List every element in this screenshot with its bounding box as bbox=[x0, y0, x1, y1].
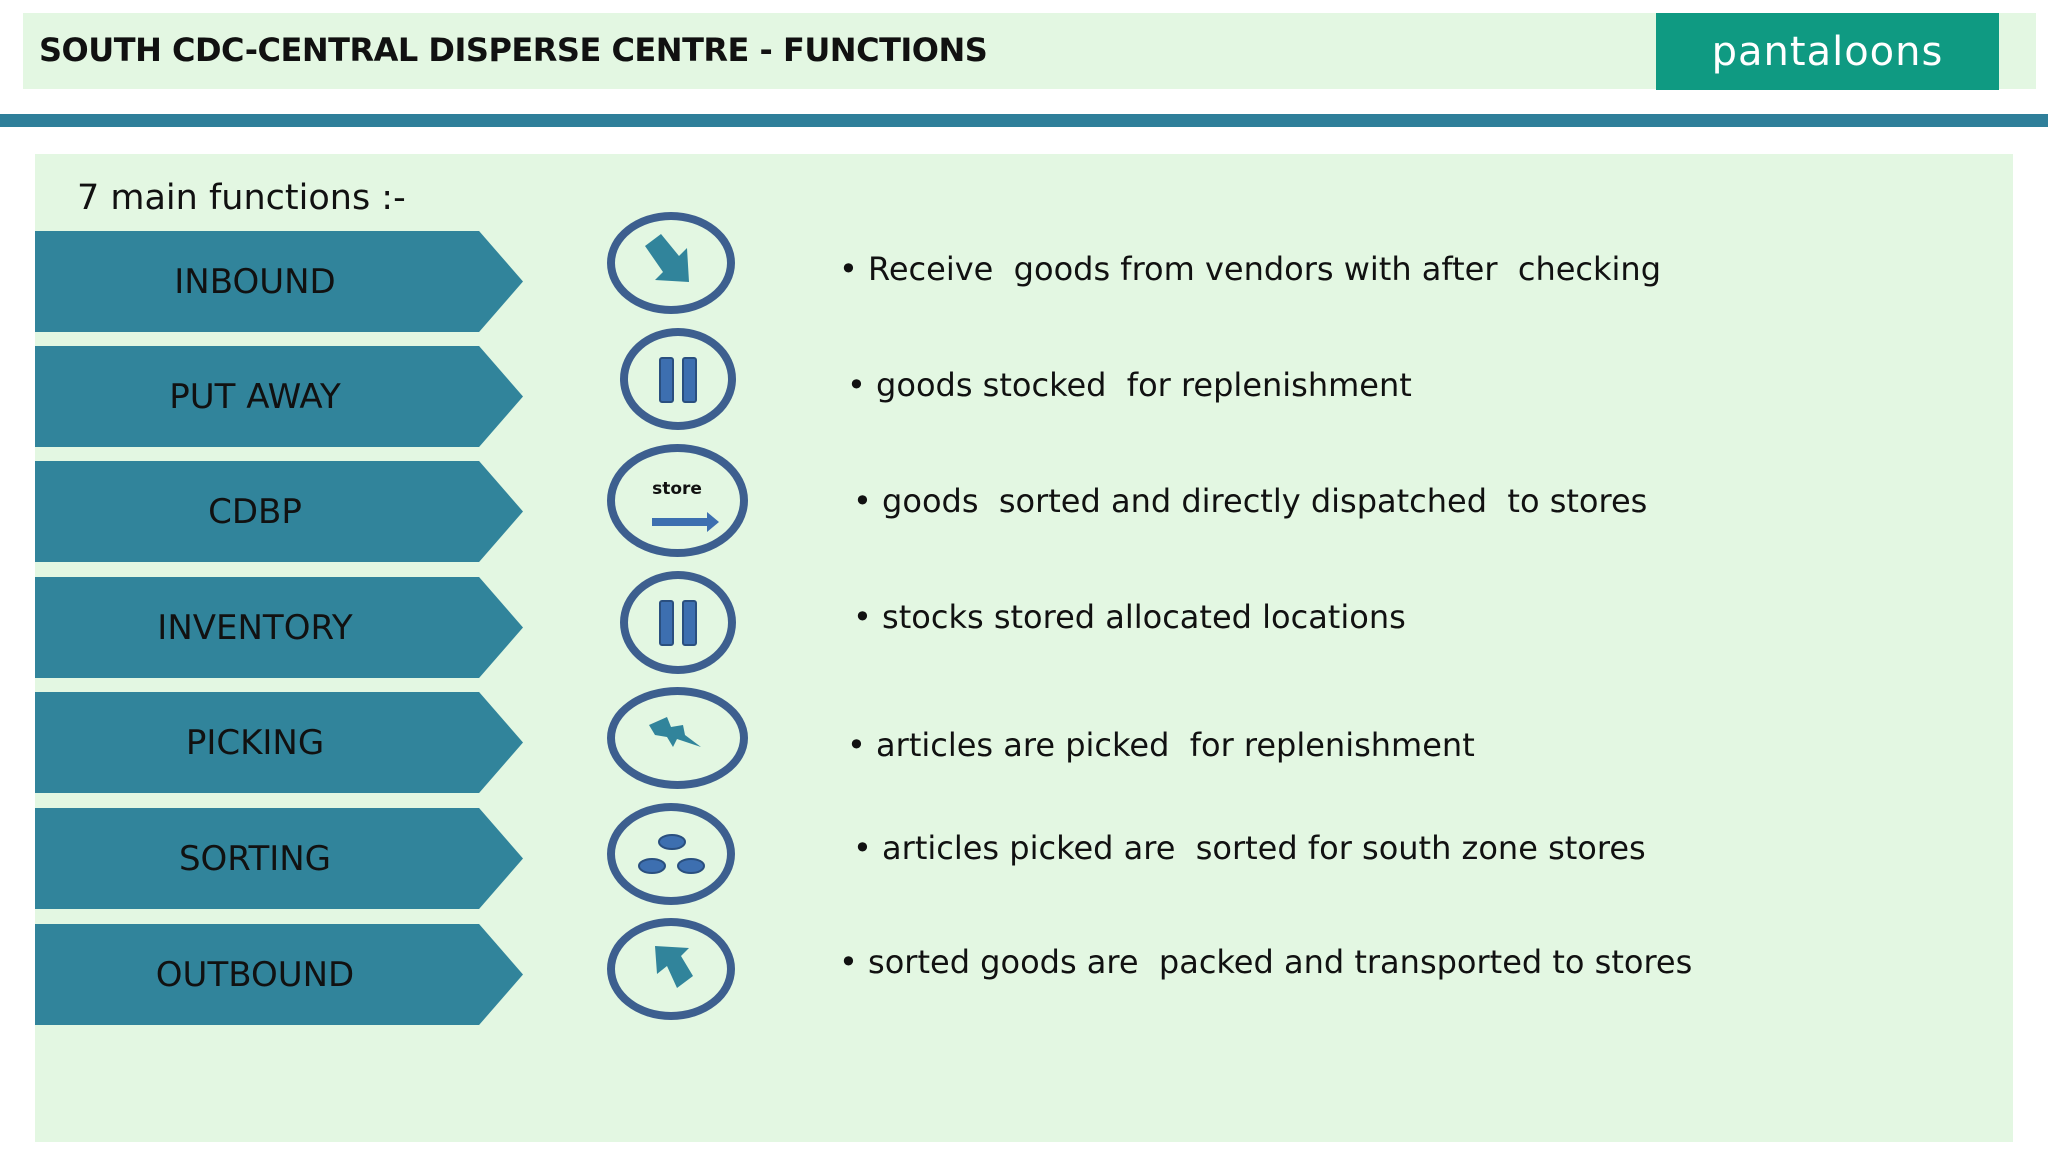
lightning-icon bbox=[607, 687, 748, 789]
page-title: SOUTH CDC-CENTRAL DISPERSE CENTRE - FUNC… bbox=[39, 31, 988, 69]
store-arrow-icon: store bbox=[607, 444, 748, 557]
function-label: PUT AWAY bbox=[169, 376, 341, 417]
pause-icon bbox=[620, 328, 736, 430]
header-rule bbox=[0, 114, 2048, 127]
arrow-up-left-icon bbox=[607, 918, 735, 1020]
function-arrow-inbound: INBOUND bbox=[35, 231, 523, 332]
function-arrow-picking: PICKING bbox=[35, 692, 523, 793]
function-arrow-inventory: INVENTORY bbox=[35, 577, 523, 678]
function-description: • goods sorted and directly dispatched t… bbox=[853, 482, 1648, 520]
pantaloons-logo: pantaloons bbox=[1656, 13, 1999, 90]
function-description: • articles are picked for replenishment bbox=[847, 726, 1475, 764]
function-label: CDBP bbox=[208, 491, 302, 532]
function-description: • stocks stored allocated locations bbox=[853, 598, 1406, 636]
function-arrow-sorting: SORTING bbox=[35, 808, 523, 909]
function-label: OUTBOUND bbox=[155, 954, 355, 995]
function-description: • goods stocked for replenishment bbox=[847, 366, 1412, 404]
function-arrow-cdbp: CDBP bbox=[35, 461, 523, 562]
function-arrow-put-away: PUT AWAY bbox=[35, 346, 523, 447]
arrow-down-right-icon bbox=[607, 212, 735, 314]
intro-text: 7 main functions :- bbox=[77, 178, 406, 218]
function-label: SORTING bbox=[178, 838, 332, 879]
icon-text: store bbox=[652, 479, 702, 499]
three-dots-icon bbox=[607, 803, 735, 905]
logo-text: pantaloons bbox=[1711, 28, 1944, 75]
function-description: • sorted goods are packed and transporte… bbox=[839, 943, 1693, 981]
function-label: INVENTORY bbox=[157, 607, 353, 648]
function-label: INBOUND bbox=[174, 261, 336, 302]
pause-icon bbox=[620, 571, 736, 674]
function-description: • articles picked are sorted for south z… bbox=[853, 829, 1646, 867]
function-description: • Receive goods from vendors with after … bbox=[839, 250, 1662, 288]
function-label: PICKING bbox=[185, 722, 325, 763]
function-arrow-outbound: OUTBOUND bbox=[35, 924, 523, 1025]
